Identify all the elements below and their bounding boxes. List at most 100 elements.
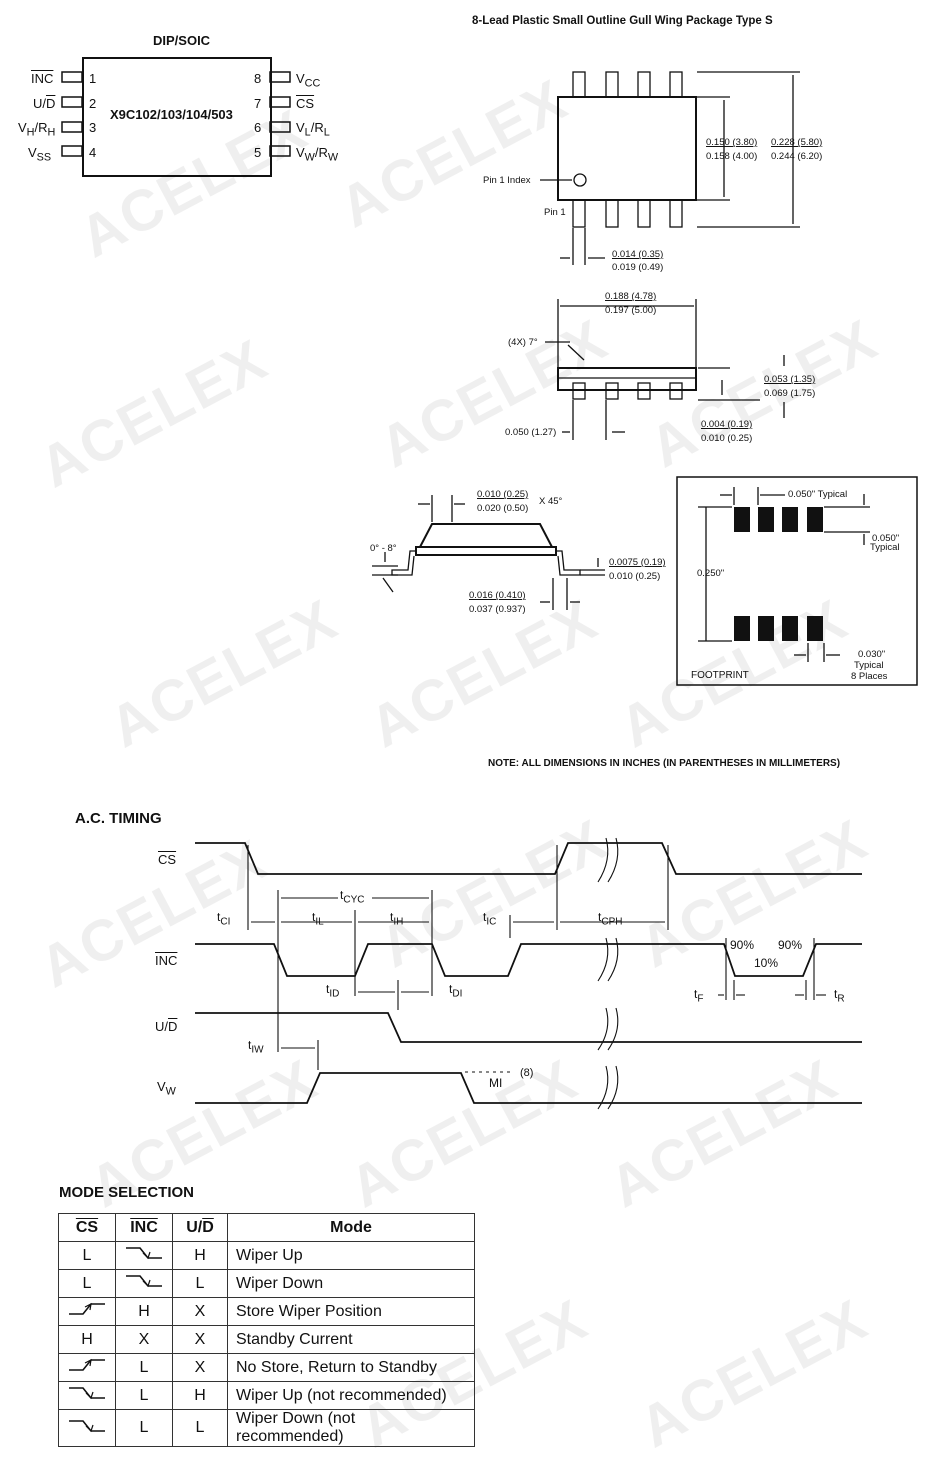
- label-tcph: tCPH: [598, 910, 623, 928]
- dip-body: [82, 57, 272, 177]
- timing-title: A.C. TIMING: [75, 810, 162, 827]
- fp-typical-right-b: Typical: [870, 542, 900, 553]
- cell-cs: H: [58, 1325, 116, 1354]
- footprint-pad: [782, 616, 798, 641]
- signal-ud: U/D: [155, 1019, 178, 1034]
- pin-6-num: 6: [254, 120, 262, 135]
- cell-ud: X: [172, 1325, 228, 1354]
- dim-lead-a: 0.014 (0.35): [612, 249, 664, 260]
- dim-height-a: 0.053 (1.35): [764, 374, 816, 385]
- cell-cs: [58, 1381, 116, 1410]
- footprint-pad: [758, 507, 774, 532]
- dim-width-a: 0.150 (3.80): [706, 137, 758, 148]
- fp-typical-top: 0.050" Typical: [788, 489, 848, 500]
- rising-edge-icon: [69, 1358, 105, 1371]
- pin-4-name: VSS: [28, 145, 52, 164]
- cell-mode: Wiper Down: [227, 1269, 475, 1298]
- fp-pad-b: Typical: [854, 660, 884, 671]
- cell-mode: Store Wiper Position: [227, 1297, 475, 1326]
- pin-4-num: 4: [89, 145, 97, 160]
- cell-inc: L: [115, 1381, 173, 1410]
- table-row: L H Wiper Up: [58, 1241, 475, 1270]
- pin-3-num: 3: [89, 120, 97, 135]
- cell-mode: Wiper Up: [227, 1241, 475, 1270]
- cell-inc: H: [115, 1297, 173, 1326]
- mode-table: CS INC U/D Mode L H Wiper Up L L Wiper D…: [58, 1213, 475, 1447]
- dim-foot-b: 0.037 (0.937): [469, 604, 526, 615]
- label-tci: tCI: [217, 910, 231, 928]
- footprint-pad: [758, 616, 774, 641]
- table-row: H X X Standby Current: [58, 1325, 475, 1354]
- dim-height-b: 0.069 (1.75): [764, 388, 816, 399]
- table-row: L L Wiper Down (not recommended): [58, 1409, 475, 1447]
- pin-3-name: VH/RH: [18, 120, 56, 139]
- signal-cs: CS: [158, 852, 177, 867]
- falling-edge-icon: [126, 1247, 162, 1260]
- cell-cs: L: [58, 1241, 116, 1270]
- dim-total-b: 0.244 (6.20): [771, 151, 823, 162]
- dip-pin-stubs: [61, 71, 291, 157]
- table-row: L H Wiper Up (not recommended): [58, 1381, 475, 1410]
- label-tiw: tIW: [248, 1038, 264, 1056]
- table-row: L X No Store, Return to Standby: [58, 1353, 475, 1382]
- cell-ud: H: [172, 1381, 228, 1410]
- fp-pad-c: 8 Places: [851, 671, 888, 682]
- chamfer-suffix: X 45°: [539, 496, 563, 507]
- header-ud: U/D: [172, 1213, 228, 1242]
- pin-8-num: 8: [254, 71, 262, 86]
- package-title: 8-Lead Plastic Small Outline Gull Wing P…: [472, 15, 773, 27]
- footprint-pad: [782, 507, 798, 532]
- cell-inc: [115, 1269, 173, 1298]
- footprint-pad: [807, 616, 823, 641]
- pin-1-num: 1: [89, 71, 97, 86]
- dim-width-b: 0.158 (4.00): [706, 151, 758, 162]
- dim-len-a: 0.188 (4.78): [605, 291, 657, 302]
- label-til: tIL: [312, 910, 324, 928]
- dim-chamfer-a: 0.010 (0.25): [477, 489, 529, 500]
- header-inc: INC: [115, 1213, 173, 1242]
- pin-2-name: U/D: [33, 96, 56, 111]
- cell-mode: Wiper Down (not recommended): [227, 1409, 475, 1447]
- cell-ud: H: [172, 1241, 228, 1270]
- pin-6-name: VL/RL: [296, 120, 330, 139]
- pin-1-name: INC: [31, 71, 54, 86]
- mode-selection-title: MODE SELECTION: [59, 1184, 195, 1201]
- cell-ud: L: [172, 1409, 228, 1447]
- falling-edge-icon: [69, 1387, 105, 1400]
- pitch-label: 0.050 (1.27): [505, 427, 557, 438]
- dim-standoff-b: 0.010 (0.25): [701, 433, 753, 444]
- cell-inc: X: [115, 1325, 173, 1354]
- dim-len-b: 0.197 (5.00): [605, 305, 657, 316]
- label-p10: 10%: [754, 956, 779, 970]
- table-row: H X Store Wiper Position: [58, 1297, 475, 1326]
- rising-edge-icon: [69, 1302, 105, 1315]
- fp-pad-a: 0.030": [858, 649, 886, 660]
- dim-standoff-a: 0.004 (0.19): [701, 419, 753, 430]
- header-cs: CS: [58, 1213, 116, 1242]
- cell-mode: Standby Current: [227, 1325, 475, 1354]
- cell-inc: L: [115, 1409, 173, 1447]
- dim-thick-b: 0.010 (0.25): [609, 571, 661, 582]
- footprint-pad: [734, 616, 750, 641]
- label-note8: (8): [520, 1067, 534, 1079]
- pin-8-name: VCC: [296, 71, 321, 90]
- dim-thick-a: 0.0075 (0.19): [609, 557, 666, 568]
- label-tic: tIC: [483, 910, 497, 928]
- label-mi: MI: [489, 1076, 503, 1090]
- cell-ud: X: [172, 1297, 228, 1326]
- footprint-pad: [807, 507, 823, 532]
- cell-inc: L: [115, 1353, 173, 1382]
- cs-value: L: [82, 1246, 92, 1264]
- pin1-index-label: Pin 1 Index: [483, 175, 531, 186]
- signal-vw: VW: [157, 1079, 176, 1098]
- dim-total-a: 0.228 (5.80): [771, 137, 823, 148]
- footprint-pad: [734, 507, 750, 532]
- mode-table-header: CS INC U/D Mode: [58, 1213, 475, 1242]
- fp-span: 0.250": [697, 568, 725, 579]
- angle-range: 0° - 8°: [370, 543, 397, 554]
- dip-part-number: X9C102/103/104/503: [110, 107, 233, 122]
- table-row: L L Wiper Down: [58, 1269, 475, 1298]
- pin1-label: Pin 1: [544, 207, 566, 218]
- dip-title: DIP/SOIC: [153, 33, 211, 48]
- cell-cs: L: [58, 1269, 116, 1298]
